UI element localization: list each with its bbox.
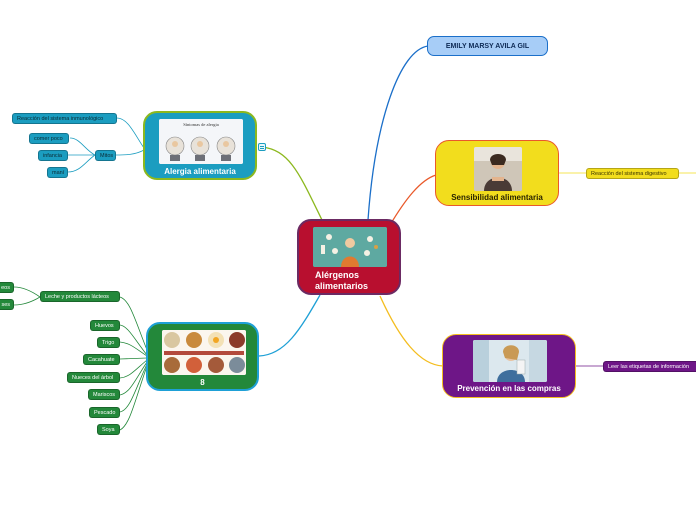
central-topic-title: Alérgenos alimentarios [315, 270, 369, 291]
sensibilidad-title: Sensibilidad alimentaria [451, 193, 543, 202]
author-node[interactable]: EMILY MARSY AVILA GIL [427, 36, 548, 56]
author-name: EMILY MARSY AVILA GIL [445, 43, 530, 50]
leaf-mitos[interactable]: Mitos [95, 150, 116, 161]
leaf-mani[interactable]: maní [47, 167, 68, 178]
person-sneezing-food-icon [313, 227, 387, 267]
link-author [367, 45, 429, 221]
leaf-trigo[interactable]: Trigo [97, 337, 120, 348]
ocho-alergenos-node[interactable]: 8 [146, 322, 259, 391]
ocho-title: 8 [200, 378, 205, 387]
prevencion-compras-node[interactable]: Prevención en las compras [442, 334, 576, 398]
leaf-reaccion-digestivo[interactable]: Reacción del sistema digestivo [586, 168, 679, 179]
leaf-left-2[interactable]: ses [0, 299, 14, 310]
allergen-foods-icon [162, 330, 246, 375]
allergy-symptoms-icon: Síntomas de alergia [159, 119, 243, 164]
prevencion-title: Prevención en las compras [457, 384, 561, 393]
leaf-cacahuate[interactable]: Cacahuate [83, 354, 120, 365]
leaf-comer-poco[interactable]: comer poco [29, 133, 69, 144]
alergia-title: Alergia alimentaria [164, 167, 236, 176]
leaf-nueces-arbol[interactable]: Nueces del árbol [67, 372, 120, 383]
sensibilidad-alimentaria-node[interactable]: Sensibilidad alimentaria [435, 140, 559, 206]
leaf-leer-etiquetas[interactable]: Leer las etiquetas de información [603, 361, 696, 372]
collapse-toggle-icon[interactable] [258, 143, 266, 151]
leaf-reaccion-inmunologico[interactable]: Reacción del sistema inmunológico [12, 113, 117, 124]
woman-stomach-ache-icon [474, 147, 522, 191]
leaf-mariscos[interactable]: Mariscos [88, 389, 120, 400]
leaf-pescado[interactable]: Pescado [89, 407, 120, 418]
link-sensibilidad [389, 174, 437, 226]
link-alergia [261, 146, 323, 221]
allergy-image-caption: Síntomas de alergia [183, 122, 219, 127]
leaf-huevos[interactable]: Huevos [90, 320, 120, 331]
link-prevencion [379, 295, 444, 367]
leaf-left-1[interactable]: eos [0, 282, 14, 293]
link-ocho [258, 294, 321, 357]
alergia-alimentaria-node[interactable]: Síntomas de alergia Alergia alimentaria [143, 111, 257, 180]
central-topic-node[interactable]: Alérgenos alimentarios [297, 219, 401, 295]
woman-reading-label-icon [473, 340, 547, 382]
leaf-soya[interactable]: Soya [97, 424, 120, 435]
leaf-infancia[interactable]: infancia [38, 150, 68, 161]
leaf-leche-lacteos[interactable]: Leche y productos lácteos [40, 291, 120, 302]
